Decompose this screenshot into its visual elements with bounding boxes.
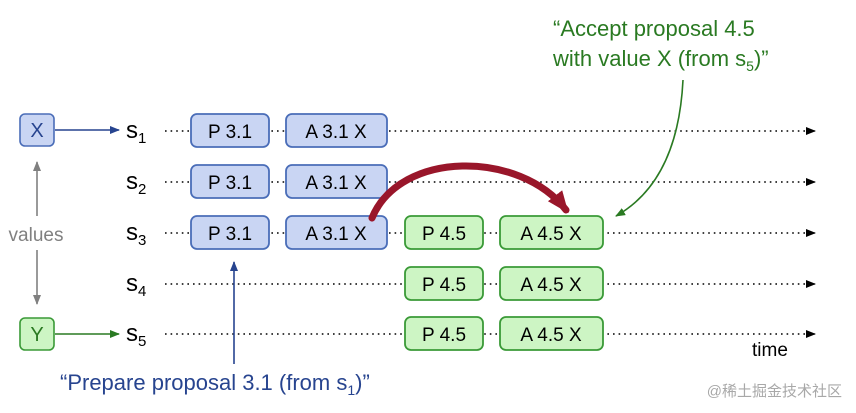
svg-text:P 4.5: P 4.5 xyxy=(422,325,466,346)
accept-annotation-arrow xyxy=(615,79,684,217)
prepare-box-s5-green: P 4.5 xyxy=(404,316,484,351)
values-caption: values xyxy=(9,225,64,246)
svg-text:A 3.1 X: A 3.1 X xyxy=(305,173,367,194)
value-x-node: X xyxy=(19,113,55,147)
accept-box-s3: A 3.1 X xyxy=(285,215,388,250)
svg-text:A 4.5 X: A 4.5 X xyxy=(520,224,582,245)
accept-box-s2: A 3.1 X xyxy=(285,164,388,199)
svg-text:P 4.5: P 4.5 xyxy=(422,224,466,245)
server-label-s3: s3 xyxy=(126,219,146,249)
svg-text:A 3.1 X: A 3.1 X xyxy=(305,224,367,245)
svg-text:P 3.1: P 3.1 xyxy=(208,122,252,143)
time-label: time xyxy=(752,340,788,361)
value-y-node: Y xyxy=(19,317,55,351)
svg-text:A 4.5 X: A 4.5 X xyxy=(520,275,582,296)
server-label-s1: s1 xyxy=(126,117,146,147)
accept-box-s5-green: A 4.5 X xyxy=(499,316,604,351)
prepare-box-s4-green: P 4.5 xyxy=(404,266,484,301)
accept-box-s4-green: A 4.5 X xyxy=(499,266,604,301)
svg-text:P 3.1: P 3.1 xyxy=(208,224,252,245)
svg-text:A 3.1 X: A 3.1 X xyxy=(305,122,367,143)
svg-text:P 4.5: P 4.5 xyxy=(422,275,466,296)
value-carry-arrow xyxy=(368,162,570,222)
watermark: @稀土掘金技术社区 xyxy=(707,383,842,400)
accept-box-s1: A 3.1 X xyxy=(285,113,388,148)
svg-text:Y: Y xyxy=(30,324,43,346)
svg-text:A 4.5 X: A 4.5 X xyxy=(520,325,582,346)
server-label-s5: s5 xyxy=(126,320,146,350)
server-label-s4: s4 xyxy=(126,270,146,300)
prepare-box-s3: P 3.1 xyxy=(190,215,270,250)
accept-annotation-line1: “Accept proposal 4.5 xyxy=(553,16,755,41)
prepare-box-s1: P 3.1 xyxy=(190,113,270,148)
svg-text:P 3.1: P 3.1 xyxy=(208,173,252,194)
accept-box-s3-green: A 4.5 X xyxy=(499,215,604,250)
prepare-box-s2: P 3.1 xyxy=(190,164,270,199)
prepare-box-s3-green: P 4.5 xyxy=(404,215,484,250)
accept-annotation-line2: with value X (from s5)” xyxy=(552,46,769,74)
svg-text:X: X xyxy=(30,120,43,142)
prepare-annotation: “Prepare proposal 3.1 (from s1)” xyxy=(60,370,370,398)
server-label-s2: s2 xyxy=(126,168,146,198)
